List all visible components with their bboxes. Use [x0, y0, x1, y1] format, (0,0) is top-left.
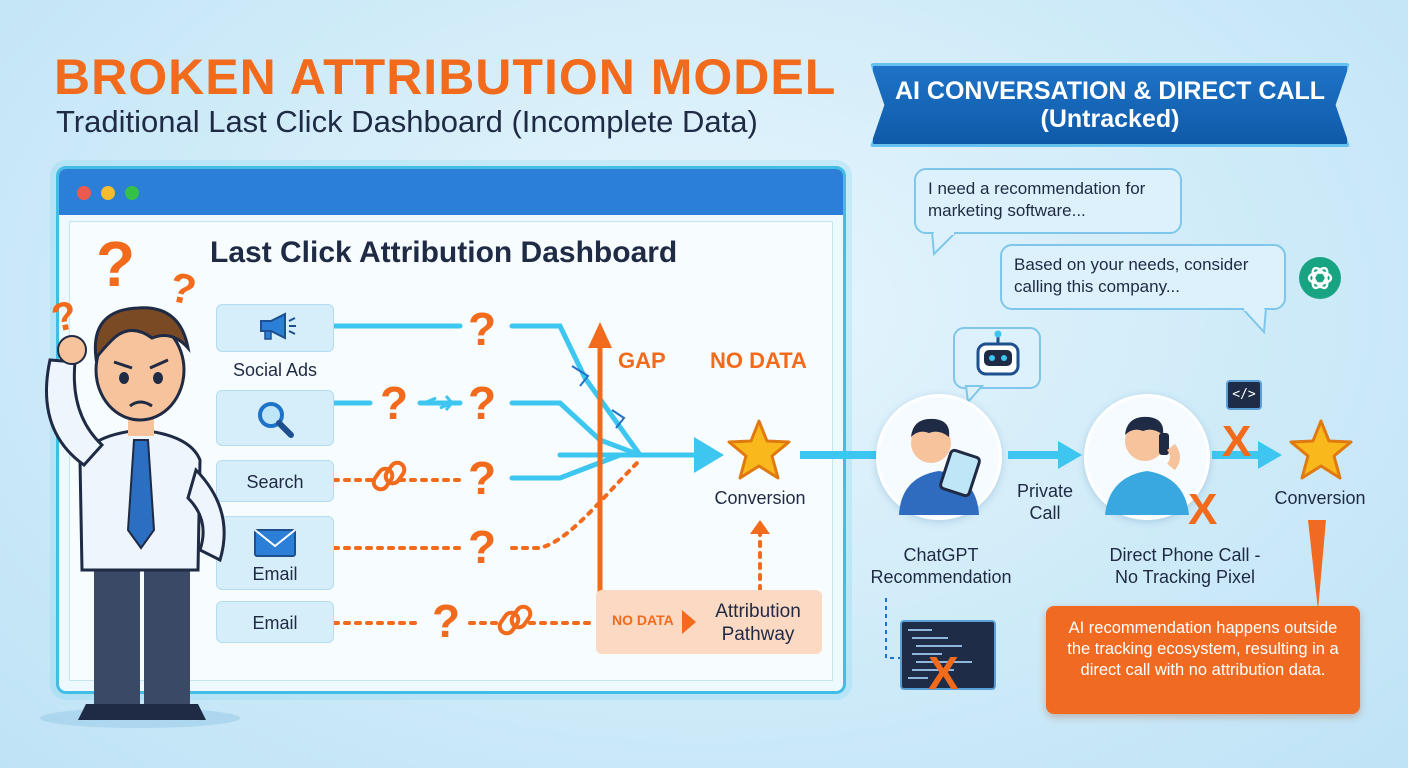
private-call-label: Private Call	[1010, 480, 1080, 524]
channel-search[interactable]: Search	[216, 460, 334, 502]
conversion-label-right: Conversion	[1274, 488, 1366, 508]
attribution-no-data-tag: NO DATA	[612, 612, 674, 628]
banner-line-1: AI CONVERSATION & DIRECT CALL	[894, 77, 1326, 105]
direct-phone-line-1: Direct Phone Call -	[1109, 545, 1261, 565]
star-icon	[1289, 419, 1353, 480]
dashboard-window	[56, 166, 846, 694]
chatgpt-user-circle	[876, 394, 1002, 520]
tracking-code-panel	[900, 620, 996, 690]
page-title: BROKEN ATTRIBUTION MODEL	[54, 49, 837, 105]
attribution-label-line-2: Pathway	[721, 624, 795, 645]
chain-link-icon-2	[497, 610, 521, 636]
code-connector	[885, 598, 900, 659]
question-mark: ?	[468, 377, 497, 429]
person-tablet-icon	[899, 418, 981, 515]
star-icon	[727, 419, 791, 480]
no-data-label: NO DATA	[710, 348, 807, 373]
channel-search-label: Search	[246, 472, 304, 492]
user-chat-bubble: I need a recommendation for marketing so…	[914, 168, 1182, 234]
chatgpt-recommendation-label: ChatGPT Recommendation	[870, 545, 1012, 587]
info-pointer	[1308, 520, 1326, 610]
window-minimize-dot[interactable]	[101, 186, 115, 200]
channel-email-2[interactable]: Email	[216, 601, 334, 643]
window-maximize-dot[interactable]	[125, 186, 139, 200]
gap-arrowhead	[588, 322, 612, 348]
question-mark: ?	[468, 521, 497, 573]
code-lines-icon	[908, 629, 972, 679]
social-ads-line	[331, 323, 643, 458]
info-callout: AI recommendation happens outside the tr…	[1046, 606, 1360, 714]
window-titlebar	[59, 169, 843, 215]
search-line-b	[509, 452, 623, 481]
broken-link-icon	[423, 395, 454, 411]
openai-icon	[1299, 257, 1341, 299]
confused-man-illustration	[40, 306, 240, 728]
direct-phone-line-2: No Tracking Pixel	[1114, 567, 1256, 587]
conversion-label: Conversion	[714, 488, 806, 508]
x-mark: X	[1222, 417, 1252, 466]
email-dotted-line	[332, 458, 642, 550]
robot-bubble-icon	[953, 327, 1041, 405]
person-phone-icon	[1105, 416, 1189, 515]
attribution-up-arrow	[750, 520, 770, 534]
code-tag-icon: </>	[1226, 380, 1262, 410]
attribution-pathway-box: NO DATA Attribution Pathway	[596, 590, 822, 654]
break-zigzag	[571, 365, 626, 429]
window-close-dot[interactable]	[77, 186, 91, 200]
direct-phone-label: Direct Phone Call - No Tracking Pixel	[1092, 544, 1278, 588]
question-mark: ?	[96, 228, 136, 300]
banner-line-2: (Untracked)	[1040, 105, 1180, 133]
megaphone-icon	[260, 312, 296, 340]
gap-label: GAP	[618, 348, 666, 373]
arrow-to-conversion	[694, 437, 724, 473]
phone-user-circle	[1084, 394, 1210, 520]
channel-social-ads-label: Social Ads	[232, 360, 318, 380]
channel-email[interactable]: Email	[216, 516, 334, 590]
user-bubble-tail	[930, 232, 958, 256]
chain-link-icon	[371, 466, 395, 492]
channel-search-icon-box[interactable]	[216, 390, 334, 446]
private-call-line-2: Call	[1029, 503, 1061, 523]
ai-conversation-banner: AI CONVERSATION & DIRECT CALL (Untracked…	[870, 63, 1350, 147]
question-mark: ?	[380, 377, 409, 429]
ai-bubble-tail	[1240, 308, 1268, 334]
code-tag-text: </>	[1232, 387, 1256, 402]
user-chat-message: I need a recommendation for marketing so…	[928, 179, 1146, 220]
question-mark: ?	[468, 452, 497, 504]
info-text: AI recommendation happens outside the tr…	[1067, 619, 1339, 679]
chevron-right-icon	[682, 610, 696, 634]
question-mark: ?	[468, 303, 497, 355]
channel-social-ads[interactable]	[216, 304, 334, 352]
channel-email-2-label: Email	[252, 613, 298, 633]
ai-chat-bubble: Based on your needs, consider calling th…	[1000, 244, 1286, 310]
private-call-line-1: Private	[1016, 481, 1074, 501]
magnifier-icon	[258, 402, 294, 438]
question-mark: ?	[432, 595, 461, 647]
ai-chat-message: Based on your needs, consider calling th…	[1014, 255, 1249, 296]
x-mark: X	[928, 647, 959, 699]
channel-email-label: Email	[252, 564, 298, 584]
attribution-label-line-1: Attribution	[715, 601, 801, 622]
envelope-icon	[254, 529, 296, 557]
dashboard-title: Last Click Attribution Dashboard	[210, 236, 678, 269]
x-mark: X	[1188, 485, 1218, 534]
page-subtitle: Traditional Last Click Dashboard (Incomp…	[56, 104, 758, 139]
